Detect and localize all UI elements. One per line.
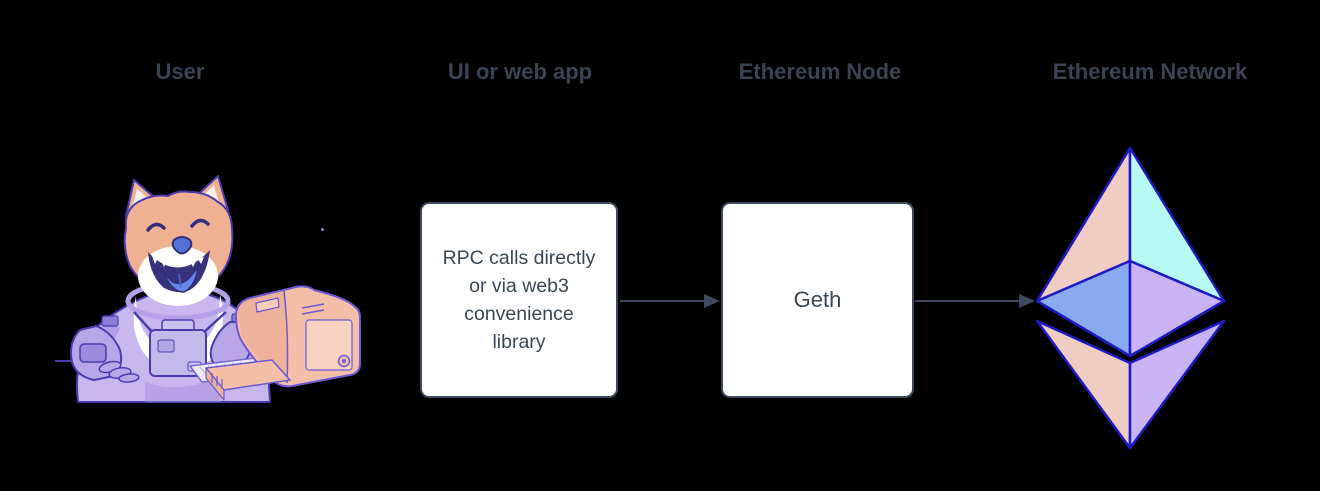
doge-tongue — [161, 265, 199, 293]
ethereum-logo-icon — [1035, 146, 1226, 450]
doge-nose — [171, 236, 193, 255]
column-label-ethereum-network: Ethereum Network — [1052, 59, 1248, 84]
arrow-webapp-to-node — [620, 300, 706, 302]
column-label-user: User — [155, 59, 205, 84]
doge-chest-pack — [133, 311, 227, 377]
doge-left-eye — [146, 222, 166, 232]
webapp-box-label: RPC calls directly or via web3 convenien… — [442, 247, 596, 353]
computer-icon — [205, 285, 361, 401]
stray-pixel-dot — [321, 228, 324, 231]
arrow-node-to-network-head — [1019, 294, 1035, 308]
column-label-ethereum-node: Ethereum Node — [738, 59, 902, 84]
eth-base-right — [1128, 319, 1226, 450]
doge-left-arm-glove — [70, 324, 140, 383]
geth-box-label: Geth — [793, 287, 842, 312]
doge-astronaut-at-computer-icon — [55, 175, 361, 403]
arrow-node-to-network — [915, 300, 1021, 302]
arrow-webapp-to-node-head — [704, 294, 720, 308]
doge-right-eye — [190, 218, 210, 228]
eth-face-bottom-right — [1128, 259, 1226, 358]
geth-box: Geth — [721, 202, 914, 398]
doge-head — [123, 175, 234, 306]
webapp-box: RPC calls directly or via web3 convenien… — [420, 202, 618, 398]
column-label-ui-or-web-app: UI or web app — [447, 59, 593, 84]
